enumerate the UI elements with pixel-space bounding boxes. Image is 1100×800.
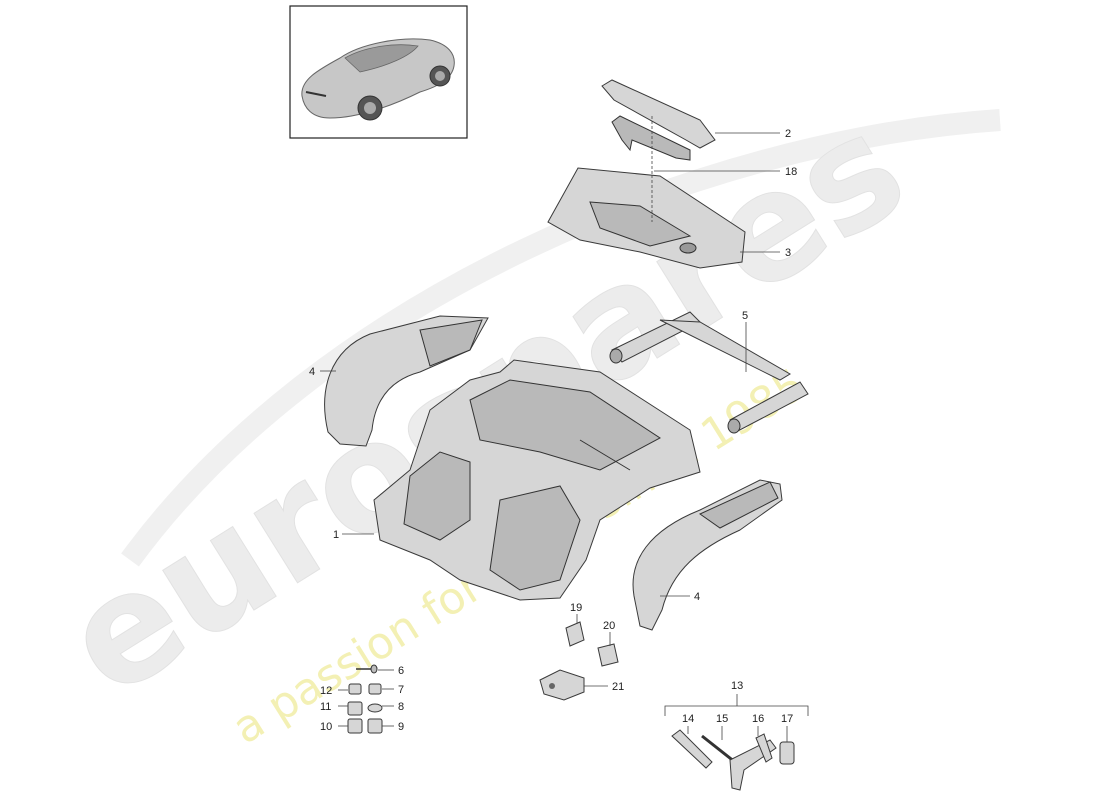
callout-1: 1 — [333, 529, 339, 541]
part-4-wheel-housing-left — [324, 315, 489, 447]
callout-labels: 2 18 3 5 4 1 4 19 20 21 6 12 7 11 8 10 9… — [309, 128, 797, 733]
part-19-bracket — [565, 621, 585, 647]
callout-12: 12 — [320, 685, 332, 697]
watermark-swoosh — [121, 109, 1001, 567]
car-thumbnail — [289, 5, 468, 139]
callout-6: 6 — [398, 665, 404, 677]
callout-7: 7 — [398, 684, 404, 696]
part-6-screw — [356, 664, 378, 674]
part-15-caulking-gun — [729, 739, 777, 791]
callout-8: 8 — [398, 701, 404, 713]
callout-19: 19 — [570, 602, 582, 614]
callout-16: 16 — [752, 713, 764, 725]
part-1-rear-body — [373, 359, 701, 601]
part-21-mount — [539, 669, 585, 701]
car-image — [301, 38, 455, 121]
part-9-bush — [367, 718, 383, 734]
callout-20: 20 — [603, 620, 615, 632]
callout-11: 11 — [320, 701, 331, 713]
part-2-cross-member — [601, 79, 716, 175]
callout-10: 10 — [320, 721, 332, 733]
callout-15: 15 — [716, 713, 728, 725]
part-3-rear-floor-panel — [547, 167, 746, 269]
callout-13: 13 — [731, 680, 743, 692]
part-16-cartridge — [755, 733, 773, 763]
part-14-sealant-tube — [671, 729, 713, 769]
part-8-washer — [367, 703, 383, 713]
leader-lines — [320, 132, 809, 742]
part-20-bracket — [597, 643, 619, 667]
callout-17: 17 — [781, 713, 793, 725]
callout-4-right: 4 — [694, 591, 700, 603]
callout-21: 21 — [612, 681, 624, 693]
part-12-bush — [348, 683, 362, 695]
part-10-bush — [347, 718, 363, 734]
callout-3: 3 — [785, 247, 791, 259]
part-11-bush — [347, 701, 363, 716]
callout-5: 5 — [742, 310, 748, 322]
callout-4-left: 4 — [309, 366, 315, 378]
callout-14: 14 — [682, 713, 694, 725]
callout-9: 9 — [398, 721, 404, 733]
part-17-bottle — [779, 741, 795, 765]
callout-2: 2 — [785, 128, 791, 140]
part-7-bush — [368, 683, 382, 695]
tools-group — [671, 729, 795, 791]
callout-18: 18 — [785, 166, 797, 178]
part-5-cross-tube — [609, 311, 809, 434]
part-4-wheel-housing-right — [632, 479, 783, 631]
fasteners — [347, 664, 383, 734]
